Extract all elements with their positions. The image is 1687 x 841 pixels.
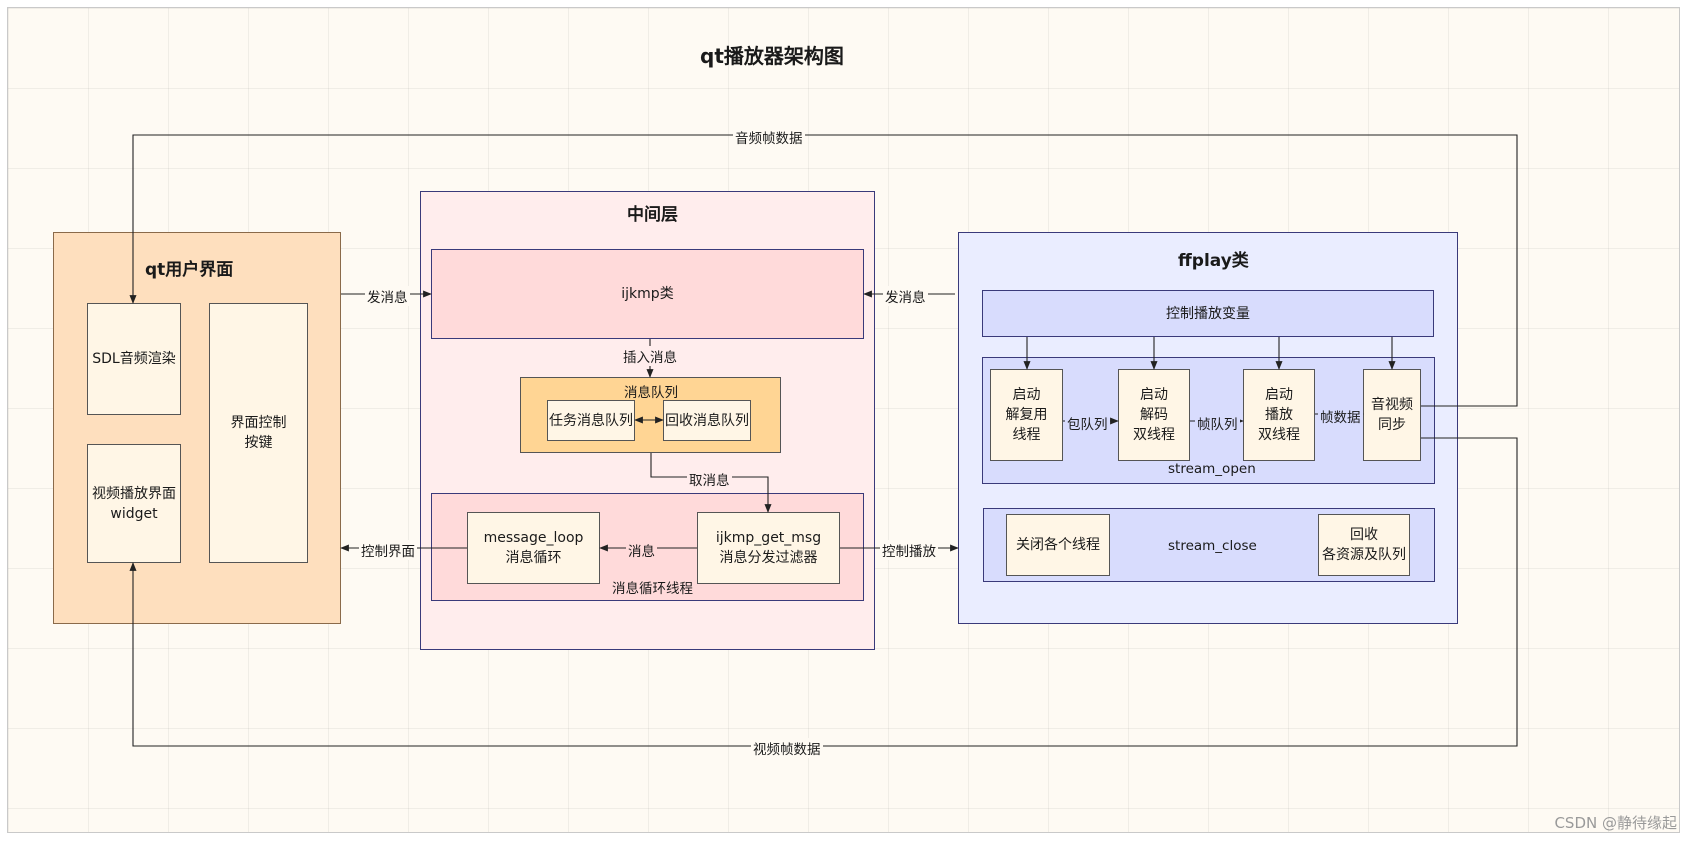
message-loop-thread-label: 消息循环线程 <box>612 581 693 597</box>
label-send-msg-left: 发消息 <box>365 286 410 306</box>
recycle-resources-node: 回收 各资源及队列 <box>1318 514 1410 576</box>
ffplay-title: ffplay类 <box>1178 251 1249 271</box>
middle-layer-title: 中间层 <box>627 205 678 225</box>
control-vars-node: 控制播放变量 <box>982 290 1434 337</box>
diagram-title: qt播放器架构图 <box>700 44 844 68</box>
label-msg: 消息 <box>626 540 657 560</box>
watermark: CSDN @静待缘起 <box>1554 814 1677 832</box>
av-sync-node: 音视频 同步 <box>1363 369 1421 461</box>
ijkmp-node: ijkmp类 <box>431 249 864 339</box>
play-thread-node: 启动 播放 双线程 <box>1243 369 1315 461</box>
message-queue-title: 消息队列 <box>624 385 678 401</box>
task-queue-node: 任务消息队列 <box>547 400 635 441</box>
recycle-queue-node: 回收消息队列 <box>663 400 751 441</box>
label-frame-data: 帧数据 <box>1318 406 1363 426</box>
label-send-msg-right: 发消息 <box>883 286 928 306</box>
label-control-ui: 控制界面 <box>359 540 417 560</box>
ui-control-node: 界面控制 按键 <box>209 303 308 563</box>
stream-open-label: stream_open <box>1168 461 1256 477</box>
edge-video-frame <box>129 437 1518 747</box>
label-control-play: 控制播放 <box>880 540 938 560</box>
label-video-frame: 视频帧数据 <box>751 738 823 758</box>
close-threads-node: 关闭各个线程 <box>1006 514 1110 576</box>
sdl-audio-node: SDL音频渲染 <box>87 303 181 415</box>
label-packet-queue: 包队列 <box>1065 413 1110 433</box>
qt-ui-title: qt用户界面 <box>145 260 234 280</box>
video-widget-node: 视频播放界面 widget <box>87 444 181 563</box>
ijkmp-get-msg-node: ijkmp_get_msg 消息分发过滤器 <box>697 512 840 584</box>
label-audio-frame: 音频帧数据 <box>733 127 805 147</box>
label-insert-msg: 插入消息 <box>621 346 679 366</box>
stream-close-label: stream_close <box>1168 538 1257 554</box>
edge-audio-frame <box>129 134 1518 407</box>
demux-thread-node: 启动 解复用 线程 <box>990 369 1063 461</box>
label-take-msg: 取消息 <box>687 469 732 489</box>
message-loop-node: message_loop 消息循环 <box>467 512 600 584</box>
label-frame-queue: 帧队列 <box>1195 413 1240 433</box>
